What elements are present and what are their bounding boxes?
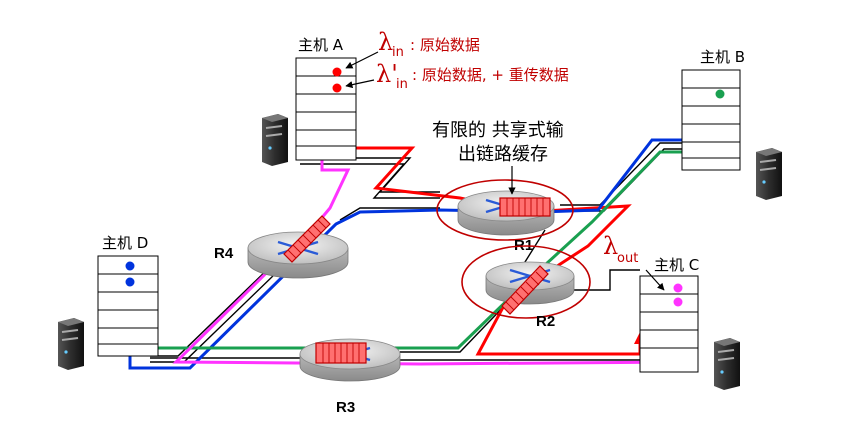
server-icon-a <box>262 114 288 166</box>
server-icon-b <box>756 148 782 200</box>
host-d-label: 主机 D <box>102 234 148 252</box>
buffer-caption-line1: 有限的 共享式输 <box>432 120 564 141</box>
lambda-in-prime-description: : 原始数据, + 重传数据 <box>412 66 569 84</box>
router-r1: R1 <box>436 179 574 254</box>
host-c-label: 主机 C <box>654 256 699 274</box>
lambda-in-prime-subscript: in <box>396 77 408 92</box>
red-flow <box>335 68 646 356</box>
router-r3-buffer <box>315 342 367 364</box>
lambda-out-subscript: out <box>617 251 638 266</box>
router-r2-buffer <box>501 265 549 315</box>
router-r2-highlight <box>461 245 591 319</box>
router-r2: R2 <box>461 245 591 330</box>
server-icon-c <box>714 338 740 390</box>
lambda-in-prime-symbol: λ' <box>376 60 398 88</box>
router-r4: R4 <box>214 215 349 279</box>
buffer-caption-line2: 出链路缓存 <box>458 144 548 165</box>
lambda-in-symbol: λ <box>378 28 393 56</box>
lambda-in-description: : 原始数据 <box>410 36 480 54</box>
host-a-label: 主机 A <box>298 36 344 54</box>
router-r3-label: R3 <box>336 399 355 416</box>
router-r4-label: R4 <box>214 245 234 262</box>
router-r2-label: R2 <box>536 313 555 330</box>
router-r1-buffer <box>499 197 551 217</box>
server-icon-d <box>58 318 84 370</box>
host-b: 主机 B <box>681 48 745 171</box>
buffer-caption: 有限的 共享式输 出链路缓存 <box>432 120 564 195</box>
lambda-out-annotation: λ out <box>603 232 665 291</box>
host-d: 主机 D <box>97 234 159 357</box>
lambda-in-annotation: λ in : 原始数据 <box>345 28 480 69</box>
router-r3: R3 <box>299 338 401 416</box>
host-b-label: 主机 B <box>700 48 745 66</box>
router-r1-highlight <box>436 179 574 241</box>
magenta-flow <box>172 66 680 366</box>
network-links <box>150 142 690 363</box>
lambda-out-symbol: λ <box>603 232 618 260</box>
router-r4-buffer <box>283 215 331 263</box>
host-c: 主机 C <box>639 256 699 373</box>
blue-flow <box>128 72 710 370</box>
lambda-in-prime-annotation: λ' in : 原始数据, + 重传数据 <box>345 60 569 92</box>
lambda-in-subscript: in <box>392 45 404 60</box>
host-a: 主机 A <box>295 36 357 161</box>
